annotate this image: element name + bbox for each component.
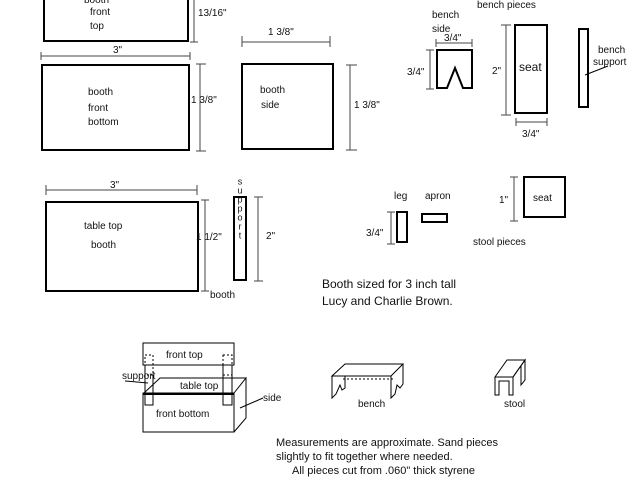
svg-text:apron: apron: [425, 191, 451, 202]
svg-text:1 1/2": 1 1/2": [196, 232, 222, 243]
svg-text:side: side: [432, 24, 451, 35]
svg-text:bench: bench: [358, 399, 385, 410]
svg-text:3": 3": [110, 180, 120, 191]
svg-text:side: side: [261, 100, 280, 111]
svg-text:booth: booth: [84, 0, 109, 6]
svg-text:slightly to fit together where: slightly to fit together where needed.: [276, 451, 453, 463]
svg-text:stool pieces: stool pieces: [473, 237, 526, 248]
svg-text:top: top: [90, 21, 104, 32]
stool-pieces: leg apron 3/4" seat 1" stool pieces: [366, 176, 566, 248]
svg-text:bench: bench: [598, 45, 625, 56]
svg-text:front top: front top: [166, 350, 203, 361]
svg-text:booth: booth: [260, 85, 285, 96]
svg-text:1 3/8": 1 3/8": [354, 100, 380, 111]
svg-text:front bottom: front bottom: [156, 409, 209, 420]
svg-text:1 3/8": 1 3/8": [191, 95, 217, 106]
svg-text:Measurements are approximate.: Measurements are approximate. Sand piece…: [276, 437, 498, 449]
svg-text:All pieces cut from .060" thic: All pieces cut from .060" thick styrene: [292, 465, 475, 477]
svg-text:bench pieces: bench pieces: [477, 0, 536, 11]
svg-text:2": 2": [492, 66, 502, 77]
svg-text:stool: stool: [504, 399, 525, 410]
svg-text:Lucy and Charlie Brown.: Lucy and Charlie Brown.: [322, 294, 453, 308]
svg-text:3/4": 3/4": [444, 33, 462, 44]
booth-front-bottom-piece: 3" booth front bottom 1 3/8": [40, 45, 217, 152]
svg-text:support: support: [593, 57, 627, 68]
svg-text:leg: leg: [394, 191, 407, 202]
bench-side-shape: [436, 49, 473, 89]
booth-front-top-piece: booth front top 13/16": [43, 0, 227, 43]
svg-text:seat: seat: [533, 193, 552, 204]
svg-text:booth: booth: [91, 240, 116, 251]
booth-side-piece: 1 3/8" booth side 1 3/8": [241, 27, 380, 151]
svg-text:13/16": 13/16": [198, 8, 227, 19]
svg-text:front: front: [88, 103, 108, 114]
svg-text:3/4": 3/4": [407, 67, 425, 78]
svg-text:table top: table top: [84, 221, 123, 232]
svg-text:1": 1": [499, 195, 509, 206]
svg-text:bench: bench: [432, 10, 459, 21]
svg-text:seat: seat: [519, 60, 542, 74]
svg-text:booth: booth: [210, 290, 235, 301]
footer-notes: Measurements are approximate. Sand piece…: [276, 437, 498, 477]
bench-assembly-drawing: bench: [330, 363, 405, 410]
size-note: Booth sized for 3 inch tall Lucy and Cha…: [322, 277, 456, 308]
svg-text:side: side: [263, 393, 282, 404]
svg-text:front: front: [90, 7, 110, 18]
svg-text:Booth sized for 3 inch tall: Booth sized for 3 inch tall: [322, 277, 456, 291]
svg-text:support: support: [235, 177, 245, 240]
svg-text:support: support: [122, 371, 156, 382]
svg-text:booth: booth: [88, 87, 113, 98]
booth-assembly-drawing: front top table top front bottom side su…: [122, 342, 282, 433]
svg-text:3/4": 3/4": [366, 228, 384, 239]
bench-pieces: bench pieces bench side 3/4" 3/4" seat 2…: [407, 0, 627, 140]
svg-text:3": 3": [113, 45, 123, 56]
table-top-piece: 3" table top booth 1 1/2" booth support …: [45, 177, 276, 301]
svg-text:2": 2": [266, 231, 276, 242]
svg-text:3/4": 3/4": [522, 129, 540, 140]
svg-text:bottom: bottom: [88, 117, 119, 128]
stool-assembly-drawing: stool: [494, 358, 526, 410]
svg-text:table top: table top: [180, 381, 219, 392]
svg-text:1 3/8": 1 3/8": [268, 27, 294, 38]
